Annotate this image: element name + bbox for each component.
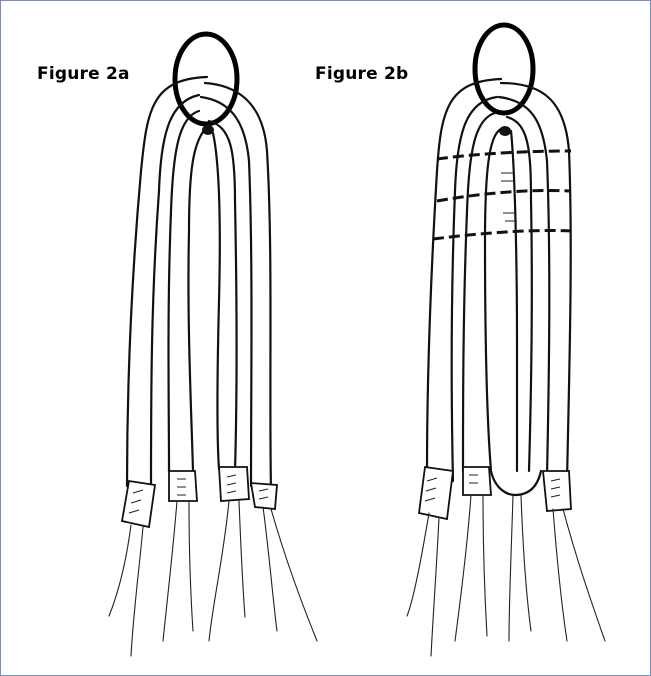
figure-2b-drawing [407, 25, 605, 656]
figure-2a-knot [202, 125, 214, 135]
figure-2b-knot [499, 126, 511, 136]
figure-2a-cord [213, 133, 220, 469]
figure-2b-fringe [407, 495, 605, 656]
figure-2a-cord [188, 127, 207, 471]
figure-2a-cord [201, 97, 252, 486]
figure-2a-cord [209, 121, 237, 471]
figure-2a-drawing [109, 34, 317, 656]
figure-2a-tab [251, 483, 277, 509]
figure-2b-tab [543, 471, 571, 511]
figure-2a-cord [169, 111, 200, 471]
figure-2a-tab [169, 471, 197, 501]
figure-2a-ring [175, 34, 237, 124]
figure-2b-cord [511, 131, 517, 471]
figure-2b-cord [463, 113, 495, 471]
figure-2b-ring [475, 25, 533, 113]
figure-2a-tab [122, 481, 155, 527]
figure-2b-tab [419, 467, 453, 519]
figure-2b-tab [463, 467, 491, 495]
figure-2a-cord [127, 77, 207, 486]
figure-2b-cord [507, 117, 532, 471]
